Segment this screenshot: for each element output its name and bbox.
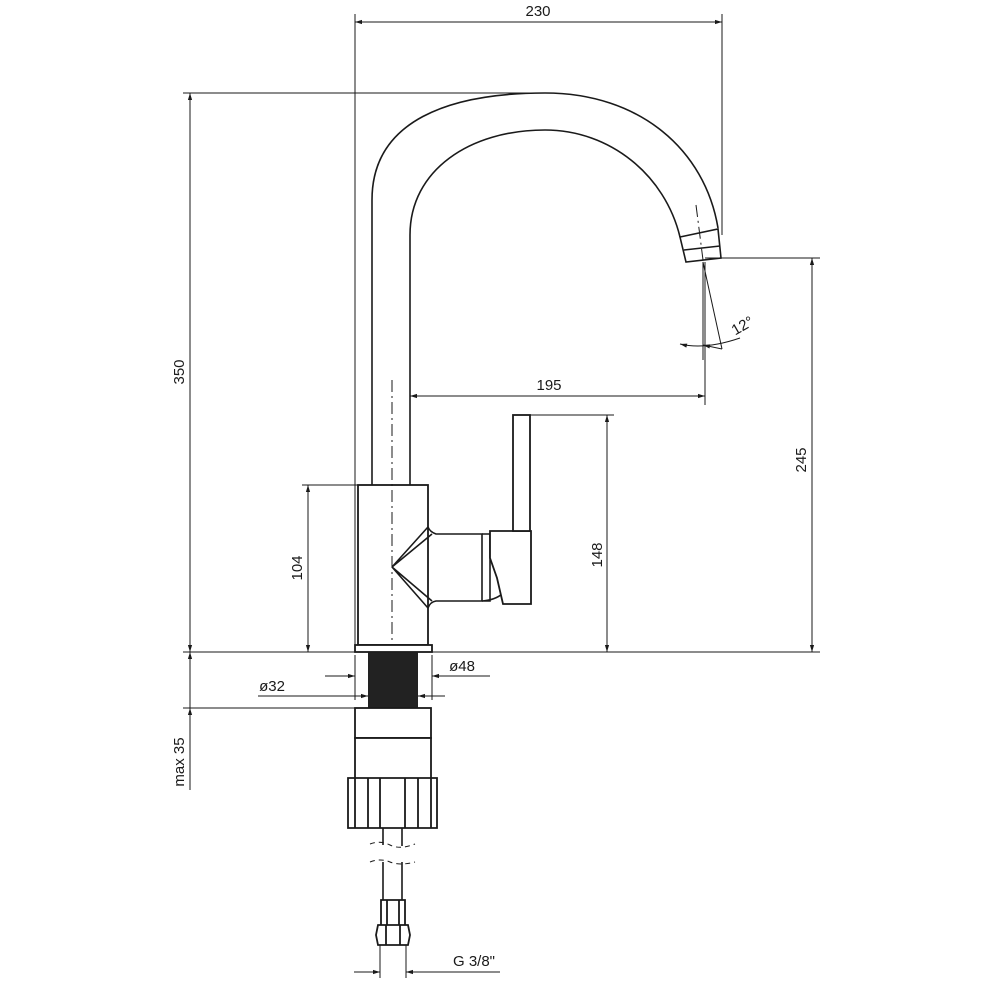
dim-label-connection: G 3/8" [453,953,495,970]
hose-nut [375,899,411,946]
dim-label-max35: max 35 [171,737,188,786]
dim-label-245: 245 [793,447,810,472]
dim-label-angle: 12° [729,313,757,339]
aerator-axis [695,204,704,261]
dim-label-195: 195 [536,377,561,394]
lever-joint [391,526,483,609]
lever-handle-stick [512,414,531,532]
dim-label-104: 104 [289,555,306,580]
spout-outer [371,92,719,485]
dimension-lines [183,14,820,978]
aerator [679,228,722,263]
spout-inner [409,129,681,485]
dim-label-230: 230 [525,3,550,20]
mounting-washer [354,707,432,739]
hose-break [369,841,416,865]
faucet-outline [347,92,722,946]
lever-handle-block [489,530,532,605]
base-plate [354,644,433,653]
dim-label-d32: ø32 [259,678,285,695]
dim-label-d48: ø48 [449,658,475,675]
thread-section [368,652,418,708]
dim-label-350: 350 [171,359,188,384]
supply-hose [382,828,403,900]
mounting-nut-teeth [347,777,438,829]
dim-label-148: 148 [589,542,606,567]
